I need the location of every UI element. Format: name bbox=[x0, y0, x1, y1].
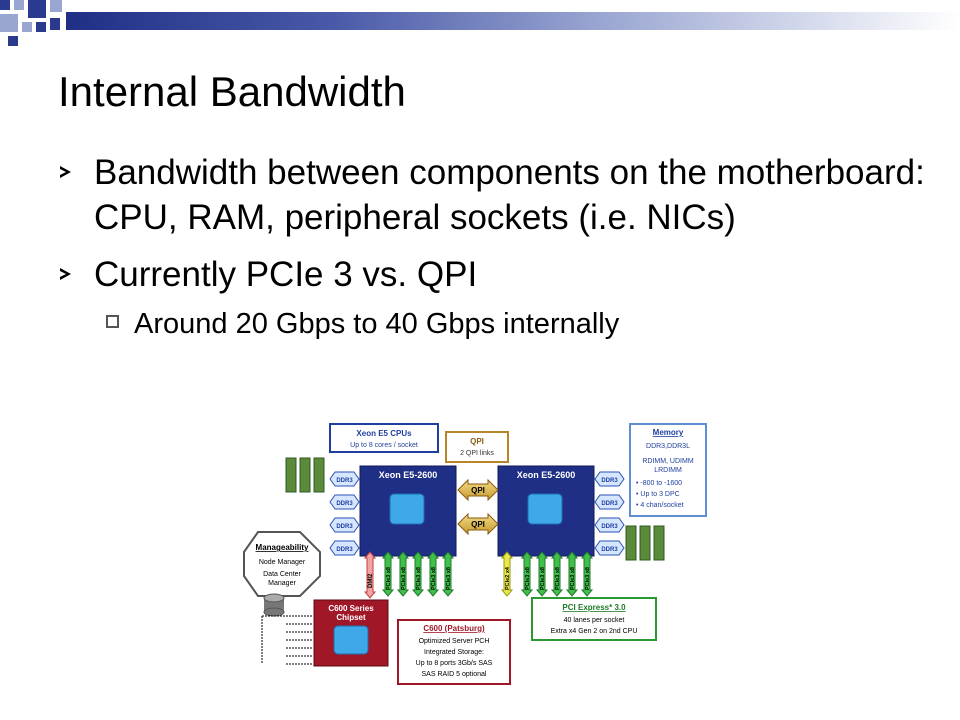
deco-square bbox=[36, 22, 46, 32]
deco-square bbox=[0, 14, 18, 32]
qpi-callout-subtitle: 2 QPI links bbox=[460, 450, 494, 457]
pcie-x4-label: PCIe2 x4 bbox=[505, 566, 511, 590]
dmi2-label: DMI2 bbox=[368, 573, 374, 588]
patsburg-line: Optimized Server PCH bbox=[419, 638, 490, 645]
patsburg-title: C600 (Patsburg) bbox=[423, 624, 485, 633]
ddr3-label: DDR3 bbox=[336, 547, 353, 553]
header-decoration bbox=[0, 0, 960, 46]
memory-callout: Memory DDR3,DDR3L RDIMM, UDIMM LRDIMM • … bbox=[629, 423, 707, 517]
c600-chipset: C600 Series Chipset bbox=[313, 599, 389, 667]
pcie-label: PCIe3 x8 bbox=[446, 567, 452, 590]
platform-diagram: Xeon E5 CPUs Up to 8 cores / socket QPI … bbox=[243, 423, 707, 685]
memory-line: LRDIMM bbox=[654, 467, 682, 474]
cpu-left: Xeon E5-2600 bbox=[359, 465, 457, 557]
manageability-callout: Manageability Node Manager Data Center M… bbox=[243, 531, 321, 597]
memory-callout-title: Memory bbox=[653, 428, 684, 437]
ddr3-label: DDR3 bbox=[601, 478, 618, 484]
pci-express-title: PCI Express* 3.0 bbox=[562, 603, 626, 612]
cpus-callout-title: Xeon E5 CPUs bbox=[356, 429, 412, 438]
storage-disk-icon bbox=[263, 593, 285, 617]
pcie-label: PCIe3 x8 bbox=[386, 567, 392, 590]
chipset-title: C600 Series bbox=[328, 604, 374, 613]
bullet-text: Currently PCIe 3 vs. QPI bbox=[94, 255, 478, 294]
pci-express-line: Extra x4 Gen 2 on 2nd CPU bbox=[551, 628, 638, 635]
dimm-modules-left bbox=[285, 457, 325, 493]
chipset-io-lines bbox=[261, 615, 312, 665]
pcie-label: PCIe3 x8 bbox=[416, 567, 422, 590]
cpu-right: Xeon E5-2600 bbox=[497, 465, 595, 557]
pci-express-callout: PCI Express* 3.0 40 lanes per socket Ext… bbox=[531, 597, 657, 641]
manageability-line: Manager bbox=[268, 580, 296, 587]
qpi-callout: QPI 2 QPI links bbox=[445, 431, 509, 463]
deco-square bbox=[50, 18, 60, 30]
bullet-item: Currently PCIe 3 vs. QPI bbox=[60, 252, 940, 297]
arrow-bullet-icon bbox=[60, 268, 71, 280]
pcie-label: PCIe3 x8 bbox=[525, 567, 531, 590]
slide-title: Internal Bandwidth bbox=[58, 68, 406, 115]
memory-line: RDIMM, UDIMM bbox=[642, 458, 693, 465]
qpi-link-label: QPI bbox=[471, 520, 485, 529]
arrow-bullet-icon bbox=[60, 166, 71, 178]
manageability-line: Node Manager bbox=[259, 559, 306, 566]
bullet-item: Bandwidth between components on the moth… bbox=[60, 150, 940, 240]
ddr3-label: DDR3 bbox=[336, 501, 353, 507]
memory-line: • -800 to -1600 bbox=[636, 480, 682, 487]
patsburg-line: Up to 8 ports 3Gb/s SAS bbox=[416, 660, 493, 667]
bullet-list: Bandwidth between components on the moth… bbox=[60, 150, 940, 343]
square-bullet-icon bbox=[106, 315, 119, 328]
manageability-title: Manageability bbox=[256, 543, 309, 552]
pci-express-line: 40 lanes per socket bbox=[564, 617, 625, 624]
pcie-label: PCIe3 x8 bbox=[585, 567, 591, 590]
pcie-lanes-left: PCIe3 x8 PCIe3 x8 PCIe3 x8 PCIe3 x8 PCIe… bbox=[381, 551, 455, 597]
pcie-label: PCIe3 x8 bbox=[401, 567, 407, 590]
patsburg-callout: C600 (Patsburg) Optimized Server PCH Int… bbox=[397, 619, 511, 685]
pcie-lanes-right: PCIe2 x4 PCIe3 x8 PCIe3 x8 PCIe3 x8 PCIe… bbox=[500, 551, 594, 597]
ddr3-label: DDR3 bbox=[601, 547, 618, 553]
pcie-label: PCIe3 x8 bbox=[540, 567, 546, 590]
cpu-right-label: Xeon E5-2600 bbox=[517, 470, 576, 480]
chipset-subtitle: Chipset bbox=[336, 613, 366, 622]
sub-bullet-text: Around 20 Gbps to 40 Gbps internally bbox=[134, 308, 620, 340]
deco-square bbox=[22, 22, 32, 32]
ddr3-label: DDR3 bbox=[601, 501, 618, 507]
deco-square bbox=[14, 0, 24, 10]
memory-line: • Up to 3 DPC bbox=[636, 491, 680, 498]
sub-bullet-item: Around 20 Gbps to 40 Gbps internally bbox=[60, 305, 940, 343]
ddr3-label: DDR3 bbox=[336, 524, 353, 530]
deco-square bbox=[28, 0, 46, 18]
pcie-label: PCIe3 x8 bbox=[431, 567, 437, 590]
pcie-label: PCIe3 x8 bbox=[570, 567, 576, 590]
ddr3-label: DDR3 bbox=[601, 524, 618, 530]
ddr3-channels-left: DDR3 DDR3 DDR3 DDR3 bbox=[329, 471, 360, 556]
cpu-left-label: Xeon E5-2600 bbox=[379, 470, 438, 480]
deco-square bbox=[8, 36, 18, 46]
pcie-label: PCIe3 x8 bbox=[555, 567, 561, 590]
header-gradient-bar bbox=[66, 12, 960, 30]
cpus-callout: Xeon E5 CPUs Up to 8 cores / socket bbox=[329, 423, 439, 453]
qpi-link-lower: QPI bbox=[457, 512, 499, 536]
qpi-link-label: QPI bbox=[471, 486, 485, 495]
ddr3-channels-right: DDR3 DDR3 DDR3 DDR3 bbox=[594, 471, 625, 556]
patsburg-line: Integrated Storage: bbox=[424, 649, 484, 656]
bullet-text: Bandwidth between components on the moth… bbox=[94, 153, 925, 237]
qpi-callout-title: QPI bbox=[470, 437, 484, 446]
memory-line: DDR3,DDR3L bbox=[646, 443, 690, 450]
qpi-link-upper: QPI bbox=[457, 478, 499, 502]
cpus-callout-subtitle: Up to 8 cores / socket bbox=[350, 442, 418, 449]
patsburg-line: SAS RAID 5 optional bbox=[422, 671, 487, 678]
ddr3-label: DDR3 bbox=[336, 478, 353, 484]
deco-square bbox=[50, 0, 62, 12]
dmi2-link: DMI2 bbox=[363, 551, 377, 599]
manageability-line: Data Center bbox=[263, 571, 301, 578]
memory-line: • 4 chan/socket bbox=[636, 502, 684, 509]
deco-square bbox=[0, 0, 10, 10]
dimm-modules-right bbox=[625, 525, 665, 561]
